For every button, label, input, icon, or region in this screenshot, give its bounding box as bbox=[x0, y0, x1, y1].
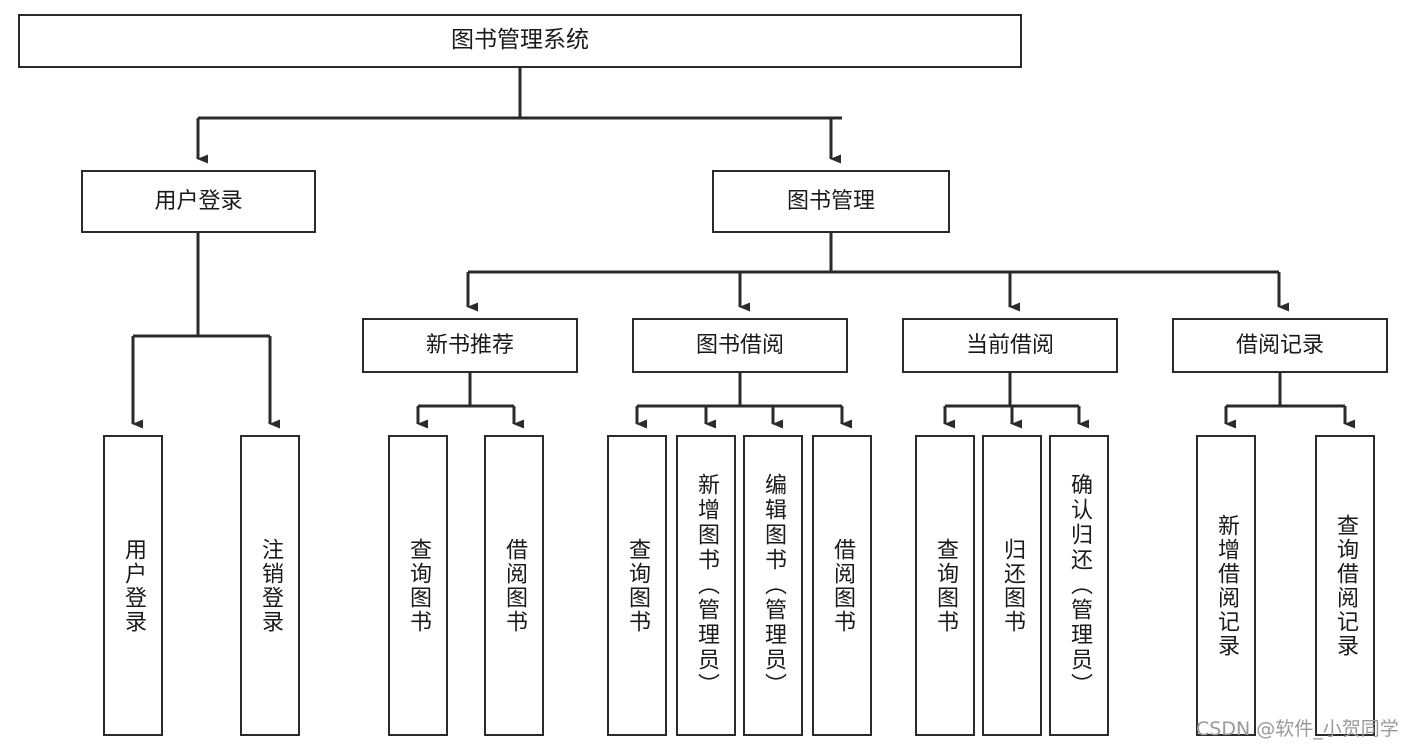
leaf-borrow-record-query-record[interactable]: 查询借阅记录 bbox=[1315, 435, 1375, 736]
node-label: 图书借阅 bbox=[695, 332, 784, 358]
node-label: 图书管理 bbox=[786, 188, 875, 214]
node-label: 图书管理系统 bbox=[451, 27, 589, 54]
node-label: 查询图书 bbox=[624, 537, 650, 634]
node-label: 新增图书（管理员） bbox=[693, 473, 719, 698]
node-label: 新增借阅记录 bbox=[1213, 513, 1239, 658]
leaf-book-borrow-query-book[interactable]: 查询图书 bbox=[607, 435, 667, 736]
node-user-login[interactable]: 用户登录 bbox=[81, 170, 316, 233]
node-label: 用户登录 bbox=[154, 188, 243, 214]
node-book-management[interactable]: 图书管理 bbox=[712, 170, 950, 233]
node-current-borrow[interactable]: 当前借阅 bbox=[902, 318, 1118, 373]
node-label: 归还图书 bbox=[999, 537, 1025, 634]
leaf-user-login-login[interactable]: 用户登录 bbox=[103, 435, 163, 736]
leaf-book-borrow-borrow-book[interactable]: 借阅图书 bbox=[812, 435, 872, 736]
leaf-current-borrow-confirm-return-admin[interactable]: 确认归还（管理员） bbox=[1049, 435, 1109, 736]
node-label: 查询借阅记录 bbox=[1332, 513, 1358, 658]
leaf-book-borrow-edit-book-admin[interactable]: 编辑图书（管理员） bbox=[743, 435, 803, 736]
leaf-book-borrow-add-book-admin[interactable]: 新增图书（管理员） bbox=[676, 435, 736, 736]
node-label: 确认归还（管理员） bbox=[1066, 473, 1092, 698]
leaf-current-borrow-return-book[interactable]: 归还图书 bbox=[982, 435, 1042, 736]
leaf-current-borrow-query-book[interactable]: 查询图书 bbox=[915, 435, 975, 736]
leaf-new-book-query-book[interactable]: 查询图书 bbox=[388, 435, 448, 736]
node-label: 查询图书 bbox=[405, 537, 431, 634]
node-root-library-system[interactable]: 图书管理系统 bbox=[18, 14, 1022, 68]
node-label: 编辑图书（管理员） bbox=[760, 473, 786, 698]
node-label: 用户登录 bbox=[120, 537, 146, 634]
node-label: 新书推荐 bbox=[425, 332, 514, 358]
node-label: 借阅图书 bbox=[501, 537, 527, 634]
node-label: 查询图书 bbox=[932, 537, 958, 634]
csdn-watermark: CSDN @软件_小贺同学 bbox=[1196, 718, 1399, 740]
node-new-book-recommend[interactable]: 新书推荐 bbox=[362, 318, 578, 373]
node-label: 注销登录 bbox=[257, 537, 283, 634]
node-label: 当前借阅 bbox=[965, 332, 1054, 358]
node-borrow-record[interactable]: 借阅记录 bbox=[1172, 318, 1388, 373]
leaf-new-book-borrow-book[interactable]: 借阅图书 bbox=[484, 435, 544, 736]
leaf-borrow-record-add-record[interactable]: 新增借阅记录 bbox=[1196, 435, 1256, 736]
leaf-user-login-logout[interactable]: 注销登录 bbox=[240, 435, 300, 736]
node-label: 借阅图书 bbox=[829, 537, 855, 634]
node-book-borrow[interactable]: 图书借阅 bbox=[632, 318, 848, 373]
node-label: 借阅记录 bbox=[1235, 332, 1324, 358]
